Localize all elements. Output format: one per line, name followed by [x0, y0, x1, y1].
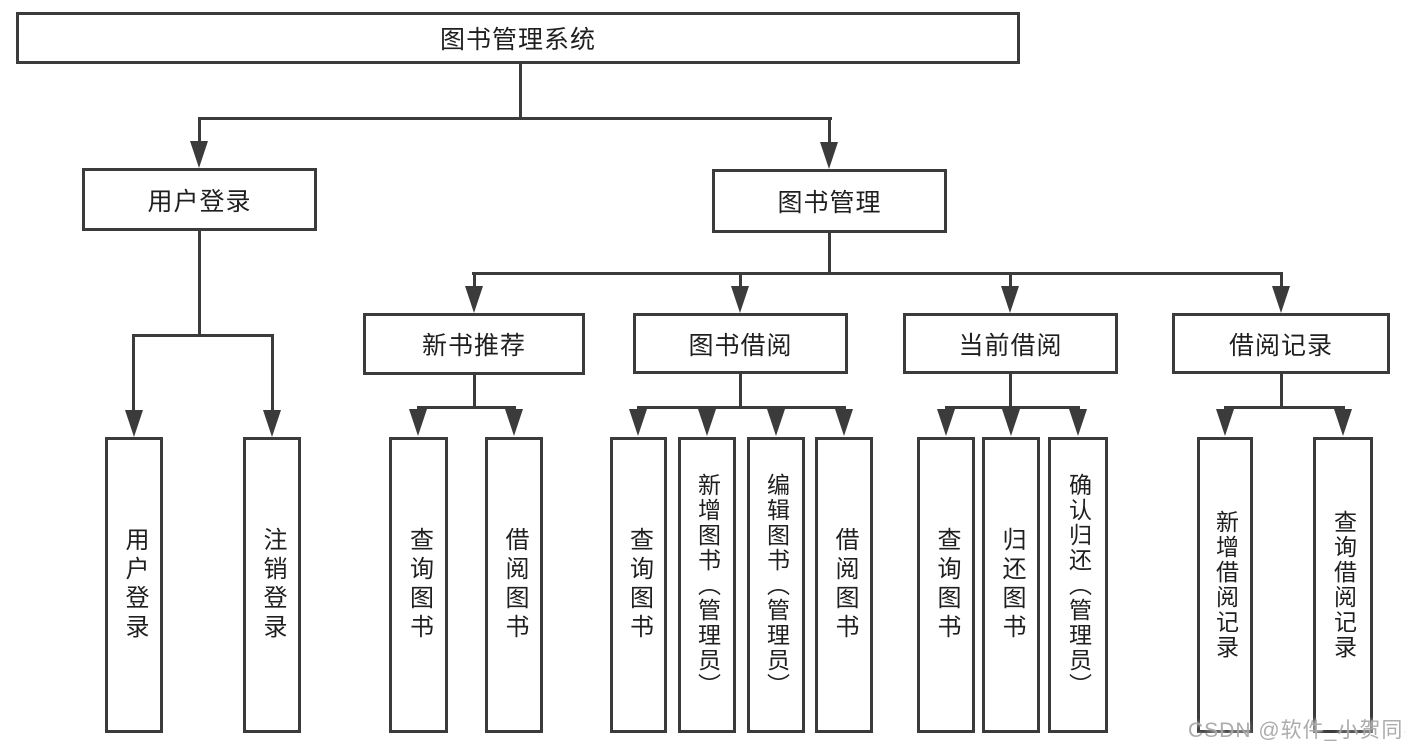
leaf-logout-label: 注销登录 — [259, 527, 286, 643]
leaf-bor-borrow-books: 借阅图书 — [815, 437, 873, 733]
node-user-login: 用户登录 — [82, 168, 317, 231]
node-current-borrowing: 当前借阅 — [903, 313, 1118, 374]
arrowhead-records-icon — [1272, 286, 1290, 313]
arrowhead-log-query-icon — [1334, 409, 1352, 436]
connector-root-stub — [519, 64, 522, 119]
arrowhead-leaf-userlogin-icon — [125, 410, 143, 437]
leaf-bor-add-books-admin-label: 新增图书（管理员） — [694, 472, 721, 698]
leaf-logout: 注销登录 — [243, 437, 301, 733]
arrowhead-bor-add-icon — [698, 409, 716, 436]
leaf-bor-edit-books-admin-label: 编辑图书（管理员） — [763, 472, 790, 698]
node-user-login-label: 用户登录 — [147, 187, 252, 216]
arrowhead-cur-query-icon — [937, 409, 955, 436]
connector-level3-split — [472, 272, 1283, 275]
arrowhead-rec-query-icon — [409, 409, 427, 436]
connector-to-book-management — [828, 118, 831, 146]
connector-to-leaf-userlogin — [132, 335, 135, 413]
arrowhead-user-login-icon — [190, 141, 208, 168]
leaf-bor-query-books: 查询图书 — [610, 437, 667, 733]
arrowhead-cur-return-icon — [1002, 409, 1020, 436]
leaf-cur-return-books-label: 归还图书 — [998, 527, 1025, 643]
connector-current-stub — [1009, 374, 1012, 408]
leaf-cur-query-books: 查询图书 — [917, 437, 975, 733]
leaf-log-query-record-label: 查询借阅记录 — [1330, 510, 1357, 660]
arrowhead-cur-confirm-icon — [1069, 409, 1087, 436]
leaf-rec-query-books-label: 查询图书 — [405, 527, 433, 643]
connector-to-user-login — [198, 118, 201, 146]
arrowhead-book-management-icon — [820, 142, 838, 169]
csdn-watermark: CSDN @软件_小贺同学 — [1188, 719, 1405, 742]
leaf-user-login-label: 用户登录 — [121, 527, 148, 643]
leaf-cur-confirm-return-admin: 确认归还（管理员） — [1048, 437, 1108, 733]
leaf-rec-borrow-books: 借阅图书 — [485, 437, 543, 733]
connector-login-stub — [198, 231, 201, 337]
leaf-bor-borrow-books-label: 借阅图书 — [831, 527, 858, 643]
arrowhead-rec-borrow-icon — [505, 409, 523, 436]
connector-to-leaf-logout — [271, 335, 274, 413]
node-book-management: 图书管理 — [712, 169, 947, 233]
leaf-bor-edit-books-admin: 编辑图书（管理员） — [747, 437, 805, 733]
connector-level2-split — [198, 117, 832, 120]
node-root-label: 图书管理系统 — [439, 26, 596, 54]
leaf-bor-query-books-label: 查询图书 — [625, 527, 653, 643]
connector-borrow-split — [637, 406, 846, 409]
connector-to-borrowing — [739, 273, 742, 291]
connector-borrow-stub — [739, 374, 742, 408]
node-book-borrowing: 图书借阅 — [633, 313, 848, 374]
connector-rec-stub — [473, 375, 476, 408]
node-book-borrowing-label: 图书借阅 — [688, 331, 793, 360]
leaf-user-login: 用户登录 — [105, 437, 163, 733]
node-borrow-records-label: 借阅记录 — [1228, 331, 1333, 360]
leaf-rec-borrow-books-label: 借阅图书 — [501, 527, 528, 643]
leaf-cur-return-books: 归还图书 — [982, 437, 1040, 733]
arrowhead-bor-borrow-icon — [835, 409, 853, 436]
leaf-cur-query-books-label: 查询图书 — [933, 527, 960, 643]
node-borrow-records: 借阅记录 — [1172, 313, 1390, 374]
connector-current-split — [945, 406, 1080, 409]
arrowhead-new-rec-icon — [465, 286, 483, 313]
leaf-rec-query-books: 查询图书 — [389, 437, 448, 733]
arrowhead-bor-query-icon — [629, 409, 647, 436]
node-current-borrowing-label: 当前借阅 — [958, 331, 1063, 360]
connector-records-split — [1224, 406, 1345, 409]
arrowhead-log-add-icon — [1216, 409, 1234, 436]
connector-records-stub — [1280, 374, 1283, 408]
connector-to-current — [1009, 273, 1012, 291]
arrowhead-current-icon — [1001, 286, 1019, 313]
node-root: 图书管理系统 — [16, 12, 1020, 64]
node-new-book-recommend-label: 新书推荐 — [421, 332, 526, 360]
leaf-bor-add-books-admin: 新增图书（管理员） — [678, 437, 736, 733]
node-book-management-label: 图书管理 — [777, 189, 882, 217]
leaf-log-add-record: 新增借阅记录 — [1197, 437, 1253, 733]
leaf-cur-confirm-return-admin-label: 确认归还（管理员） — [1065, 472, 1092, 698]
arrowhead-leaf-logout-icon — [263, 410, 281, 437]
arrowhead-borrowing-icon — [731, 286, 749, 313]
connector-to-records — [1280, 273, 1283, 291]
connector-mgmt-stub — [828, 233, 831, 275]
connector-rec-split — [417, 406, 516, 409]
leaf-log-query-record: 查询借阅记录 — [1313, 437, 1373, 733]
connector-login-split — [132, 334, 274, 337]
leaf-log-add-record-label: 新增借阅记录 — [1212, 510, 1239, 660]
connector-to-new-rec — [473, 273, 476, 291]
arrowhead-bor-edit-icon — [767, 409, 785, 436]
node-new-book-recommend: 新书推荐 — [363, 313, 585, 375]
